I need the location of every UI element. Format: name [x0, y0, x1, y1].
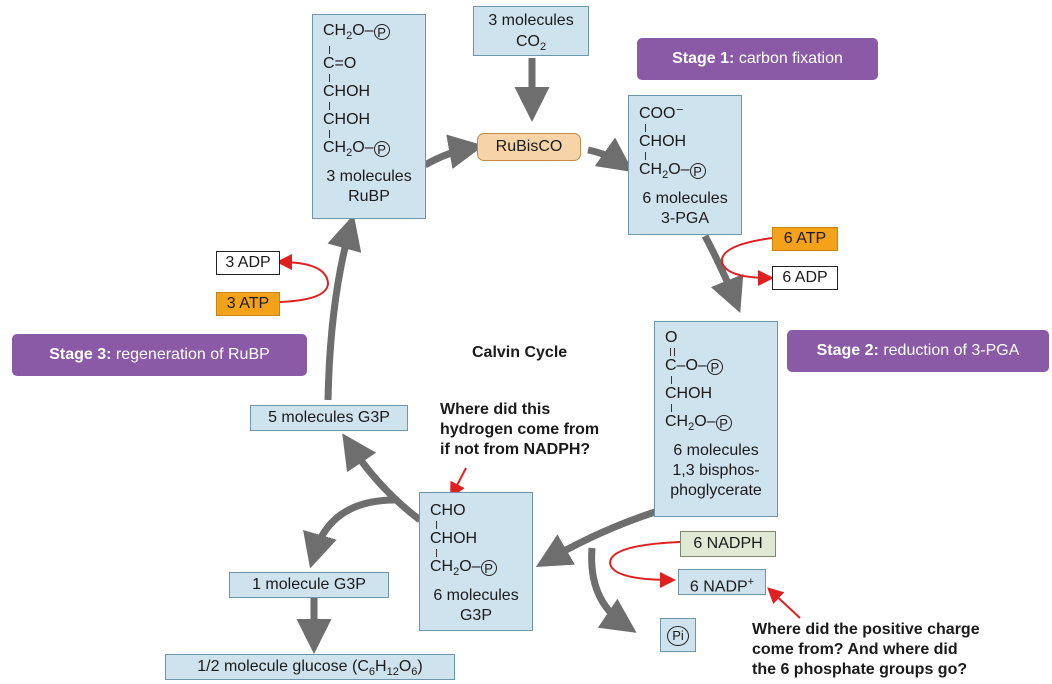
phosphate-icon: Pi — [667, 626, 689, 646]
hydrogen-question: Where did this hydrogen come from if not… — [440, 401, 600, 458]
pi-arrow — [588, 547, 637, 633]
rubp-to-rubisco-arrow — [423, 134, 484, 169]
stage-2-label: Stage 2: reduction of 3-PGA — [787, 330, 1049, 372]
rubisco-enzyme: RuBisCO — [477, 133, 581, 161]
nadph-curve — [608, 541, 681, 588]
atp6-curve — [720, 237, 774, 286]
g3p-branch-arrow — [303, 496, 396, 569]
atp-6-label: 6 ATP — [772, 227, 838, 251]
phosphate-icon: P — [689, 163, 706, 179]
g3p-1-molecule: 1 molecule G3P — [229, 572, 389, 598]
g3p-to-5g3p-arrow — [342, 433, 423, 523]
5g3p-to-rubp-arrow — [324, 214, 362, 401]
phosphate-icon: P — [706, 359, 723, 375]
hydrogen-question-arrow — [450, 467, 467, 499]
atp-3-label: 3 ATP — [216, 292, 280, 316]
stage-3-label: Stage 3: regeneration of RuBP — [12, 334, 307, 376]
phosphate-icon: P — [480, 560, 497, 576]
nadp-label: 6 NADP+ — [678, 569, 766, 595]
nadph-label: 6 NADPH — [680, 531, 776, 557]
adp-6-label: 6 ADP — [772, 266, 838, 290]
pga-to-bpg-arrow — [701, 234, 744, 313]
charge-question-arrow — [767, 587, 801, 619]
adp-3-label: 3 ADP — [216, 251, 280, 275]
co2-box: 3 molecules CO2 — [473, 6, 589, 56]
phosphate-icon: P — [373, 141, 390, 158]
pga-box: COO⁻ CHOH CH2O–P 6 molecules 3-PGA — [628, 95, 742, 235]
phosphate-icon: P — [373, 24, 390, 40]
rubisco-to-pga-arrow — [587, 137, 634, 173]
rubp-box: CH2O–P C=O CHOH CHOH CH2O–P 3 molecules … — [312, 14, 426, 219]
g3p-5-molecules: 5 molecules G3P — [250, 405, 408, 431]
bpg-box: O C–O–P CHOH CH2O–P 6 molecules 1,3 bisp… — [654, 321, 778, 517]
stage-1-label: Stage 1: carbon fixation — [637, 38, 878, 80]
phosphate-icon: P — [715, 415, 732, 431]
diagram-title: Calvin Cycle — [472, 344, 568, 361]
glucose-box: 1/2 molecule glucose (C6H12O6) — [165, 654, 455, 680]
bpg-to-g3p-arrow — [535, 508, 657, 567]
pi-box: Pi — [660, 618, 696, 652]
atp3-curve — [276, 254, 330, 303]
g3p-box: CHO CHOH CH2O–P 6 molecules G3P — [419, 492, 533, 631]
charge-question: Where did the positive charge come from?… — [752, 621, 980, 678]
